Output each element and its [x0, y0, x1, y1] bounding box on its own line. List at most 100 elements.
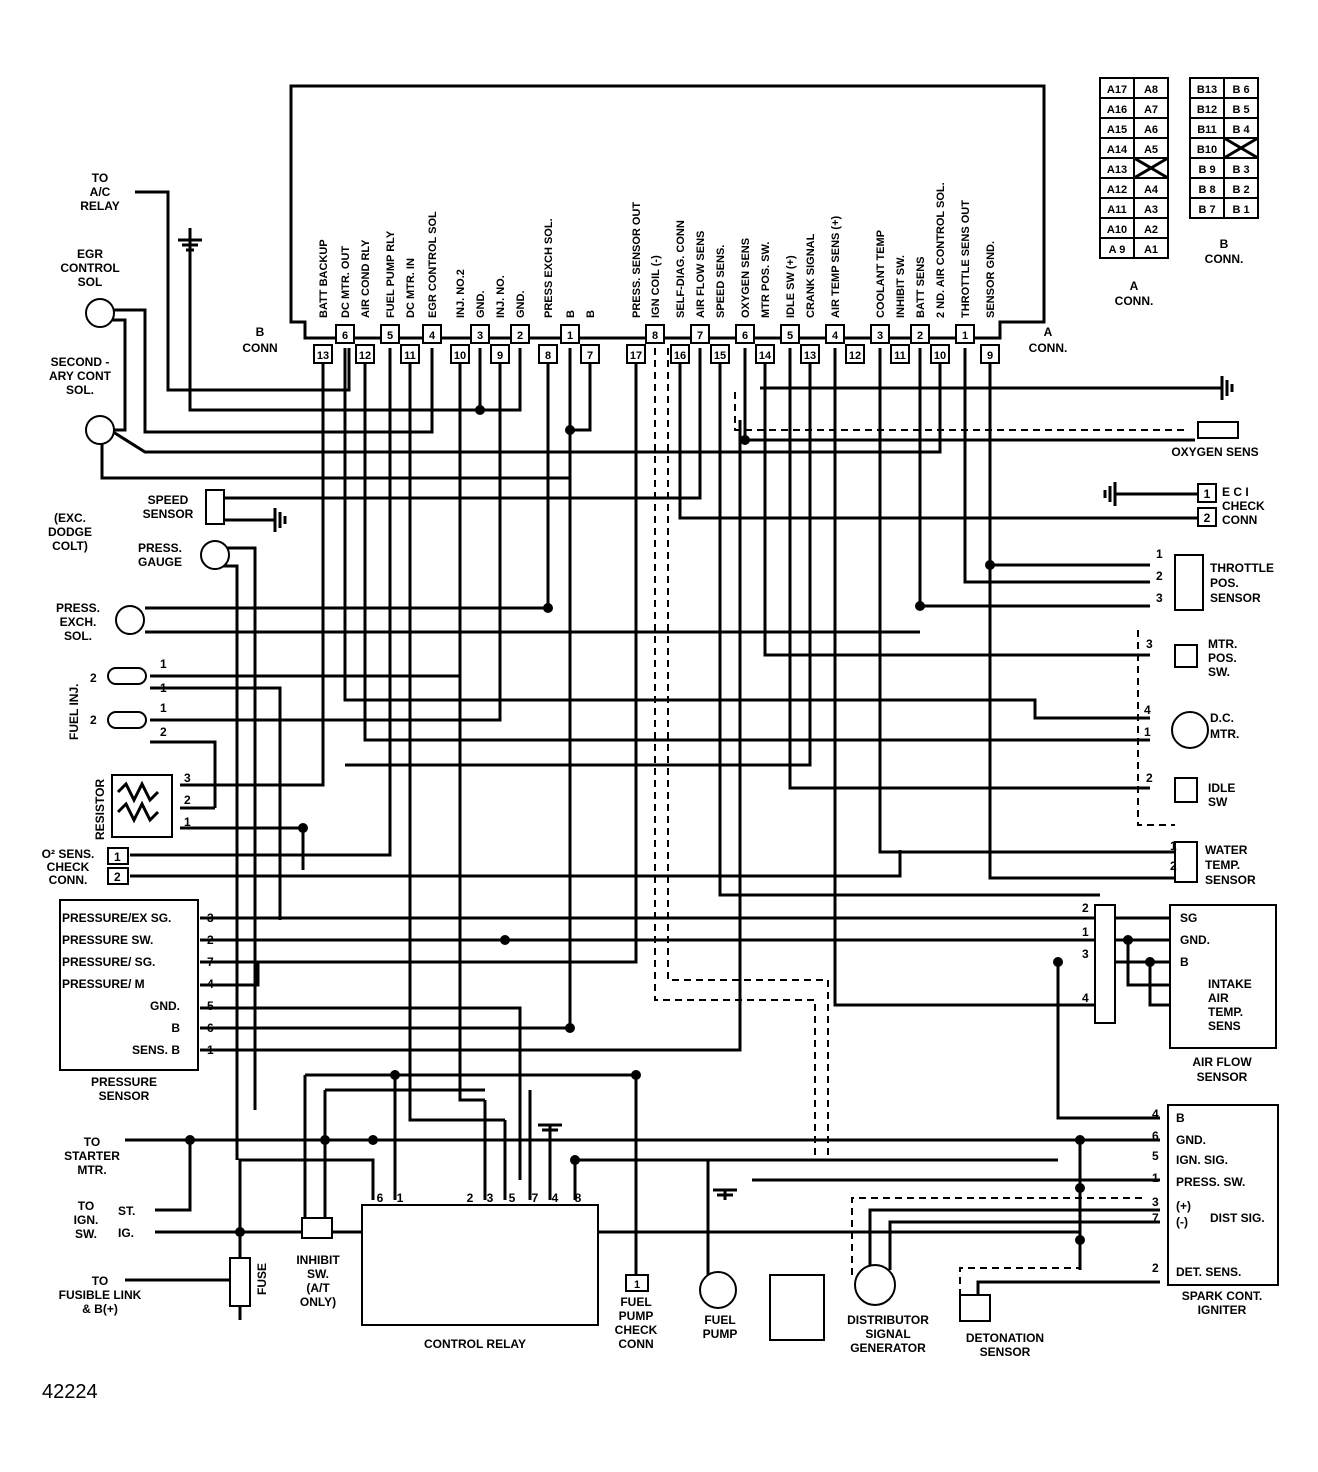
- air-flow-left-pin: 1: [1082, 925, 1089, 939]
- ecu-pin-box: [870, 324, 890, 344]
- ecu-pin-number: 3: [477, 330, 483, 342]
- ign-sw-label: IGN.: [74, 1213, 99, 1227]
- inj-pin: 1: [160, 681, 167, 695]
- ecu-pin-number: 14: [759, 350, 772, 362]
- inj-pin: 2: [90, 713, 97, 727]
- ecu-pin-number: 1: [567, 330, 573, 342]
- ecu-pin-label: IDLE SW (+): [785, 255, 797, 318]
- ecu-pin-label: AIR COND RLY: [360, 239, 372, 318]
- relay-pin: 1: [397, 1191, 404, 1205]
- ecu-pin-box: [538, 344, 558, 364]
- distributor-label: DISTRIBUTOR: [847, 1313, 929, 1327]
- secondary-sol-label: SOL.: [66, 383, 94, 397]
- press-gauge-label: PRESS.: [138, 541, 182, 555]
- pressure-sensor-pin: 1: [207, 1043, 214, 1057]
- pressure-sensor-row: PRESSURE SW.: [62, 933, 153, 947]
- igniter-pin: 6: [1152, 1129, 1159, 1143]
- pressure-sensor-pin: 7: [207, 955, 214, 969]
- ecu-pin-number: 12: [359, 350, 371, 362]
- detonation-label: DETONATION: [966, 1331, 1044, 1345]
- ecu-pin-box: [930, 344, 950, 364]
- pressure-sensor-label: PRESSURE: [91, 1075, 157, 1089]
- ecu-pin-box: [422, 324, 442, 344]
- air-flow-row: INTAKE: [1208, 977, 1252, 991]
- ecu-pin-number: 7: [697, 330, 703, 342]
- junction-dots: [185, 405, 1155, 1255]
- starter-label: STARTER: [64, 1149, 120, 1163]
- pressure-sensor-pin: 2: [207, 933, 214, 947]
- secondary-sol-label: ARY CONT: [49, 369, 112, 383]
- ecu-pin-label: PRESS. SENSOR OUT: [631, 202, 643, 318]
- grid-cell-label: B 7: [1198, 204, 1215, 216]
- fuel-inj-label: FUEL INJ.: [67, 684, 81, 740]
- fusible-label: FUSIBLE LINK: [59, 1288, 142, 1302]
- ecu-pin-number: 11: [404, 350, 416, 362]
- relay-pin: 8: [575, 1191, 582, 1205]
- ecu-pin-box: [626, 344, 646, 364]
- ecu-pin-box: [780, 324, 800, 344]
- ecu-pin-number: 11: [894, 350, 906, 362]
- mtr-pos-label: POS.: [1208, 651, 1237, 665]
- ecu-pin-box: [645, 324, 665, 344]
- igniter-label: SPARK CONT.: [1182, 1289, 1262, 1303]
- control-relay-label: CONTROL RELAY: [424, 1337, 526, 1351]
- ecu-pin-number: 6: [742, 330, 748, 342]
- ecu-pin-number: 10: [454, 350, 466, 362]
- igniter-pin: 3: [1152, 1195, 1159, 1209]
- ecu-pin-number: 4: [832, 330, 839, 342]
- ecu-pin-number: 13: [804, 350, 816, 362]
- water-pin: 2: [1170, 859, 1177, 873]
- ecu-pin-label: OXYGEN SENS: [740, 238, 752, 318]
- wiring: [100, 190, 1212, 1320]
- ecu-pin-number: 1: [962, 330, 968, 342]
- dc-mtr-label: MTR.: [1210, 727, 1239, 741]
- ecu-pin-label: IGN COIL (-): [650, 255, 662, 318]
- ecu-pin-label: DC MTR. IN: [405, 258, 417, 318]
- grid-cell-label: A16: [1107, 104, 1127, 116]
- ecu-pin-box: [380, 324, 400, 344]
- resistor-label: RESISTOR: [93, 779, 107, 840]
- ecu-pin-box: [450, 344, 470, 364]
- ecu-pin-number: 16: [674, 350, 686, 362]
- pressure-sensor-row: PRESSURE/ M: [62, 977, 145, 991]
- grid-label: CONN.: [1115, 294, 1154, 308]
- eci-check-label: CHECK: [1222, 499, 1265, 513]
- air-flow-label: AIR FLOW: [1192, 1055, 1252, 1069]
- grid-cell: [1133, 237, 1169, 259]
- pressure-sensor-row: GND.: [150, 999, 180, 1013]
- ecu-pin-box: [800, 344, 820, 364]
- ecu-pin-label: BATT BACKUP: [318, 239, 330, 318]
- ecu-pin-number: 5: [787, 330, 793, 342]
- ecu-pin-box: [400, 344, 420, 364]
- igniter-pin: 1: [1152, 1171, 1159, 1185]
- ign-sw-label: TO: [78, 1199, 94, 1213]
- water-temp-label: WATER: [1205, 843, 1248, 857]
- exc-dodge-label: (EXC.: [54, 511, 86, 525]
- ecu-pin-label: GND.: [515, 291, 527, 319]
- ecu-pin-label: GND.: [475, 291, 487, 319]
- ecu-pin-number: 7: [587, 350, 593, 362]
- grid-cell-label: B 8: [1198, 184, 1215, 196]
- relay-pin: 4: [552, 1191, 559, 1205]
- ecu-pin-number: 9: [497, 350, 503, 362]
- a-conn-label: A: [1044, 325, 1053, 339]
- grid-cell-label: A4: [1144, 184, 1159, 196]
- press-gauge-label: GAUGE: [138, 555, 182, 569]
- grid-cell-label: B 3: [1232, 164, 1249, 176]
- fuel-pump-check-label: CHECK: [615, 1323, 658, 1337]
- eci-check-label: CONN: [1222, 513, 1257, 527]
- ecu-pin-box: [580, 344, 600, 364]
- idle-sw-label: IDLE: [1208, 781, 1235, 795]
- ecu-pin-box: [560, 324, 580, 344]
- ecu-pin-box: [955, 324, 975, 344]
- speed-sensor-label: SENSOR: [143, 507, 194, 521]
- o2-check-label: CONN.: [49, 873, 88, 887]
- mtr-pos-label: MTR.: [1208, 637, 1237, 651]
- grid-cell-label: A11: [1107, 204, 1127, 216]
- relay-pin: 3: [487, 1191, 494, 1205]
- pressure-sensor-pin: 4: [207, 977, 214, 991]
- ecu-pin-label: AIR FLOW SENS: [695, 231, 707, 318]
- dc-mtr-pin: 1: [1144, 725, 1151, 739]
- ecu-pin-label: FUEL PUMP RLY: [385, 230, 397, 318]
- ecu-pin-label: 2 ND. AIR CONTROL SOL.: [935, 182, 947, 318]
